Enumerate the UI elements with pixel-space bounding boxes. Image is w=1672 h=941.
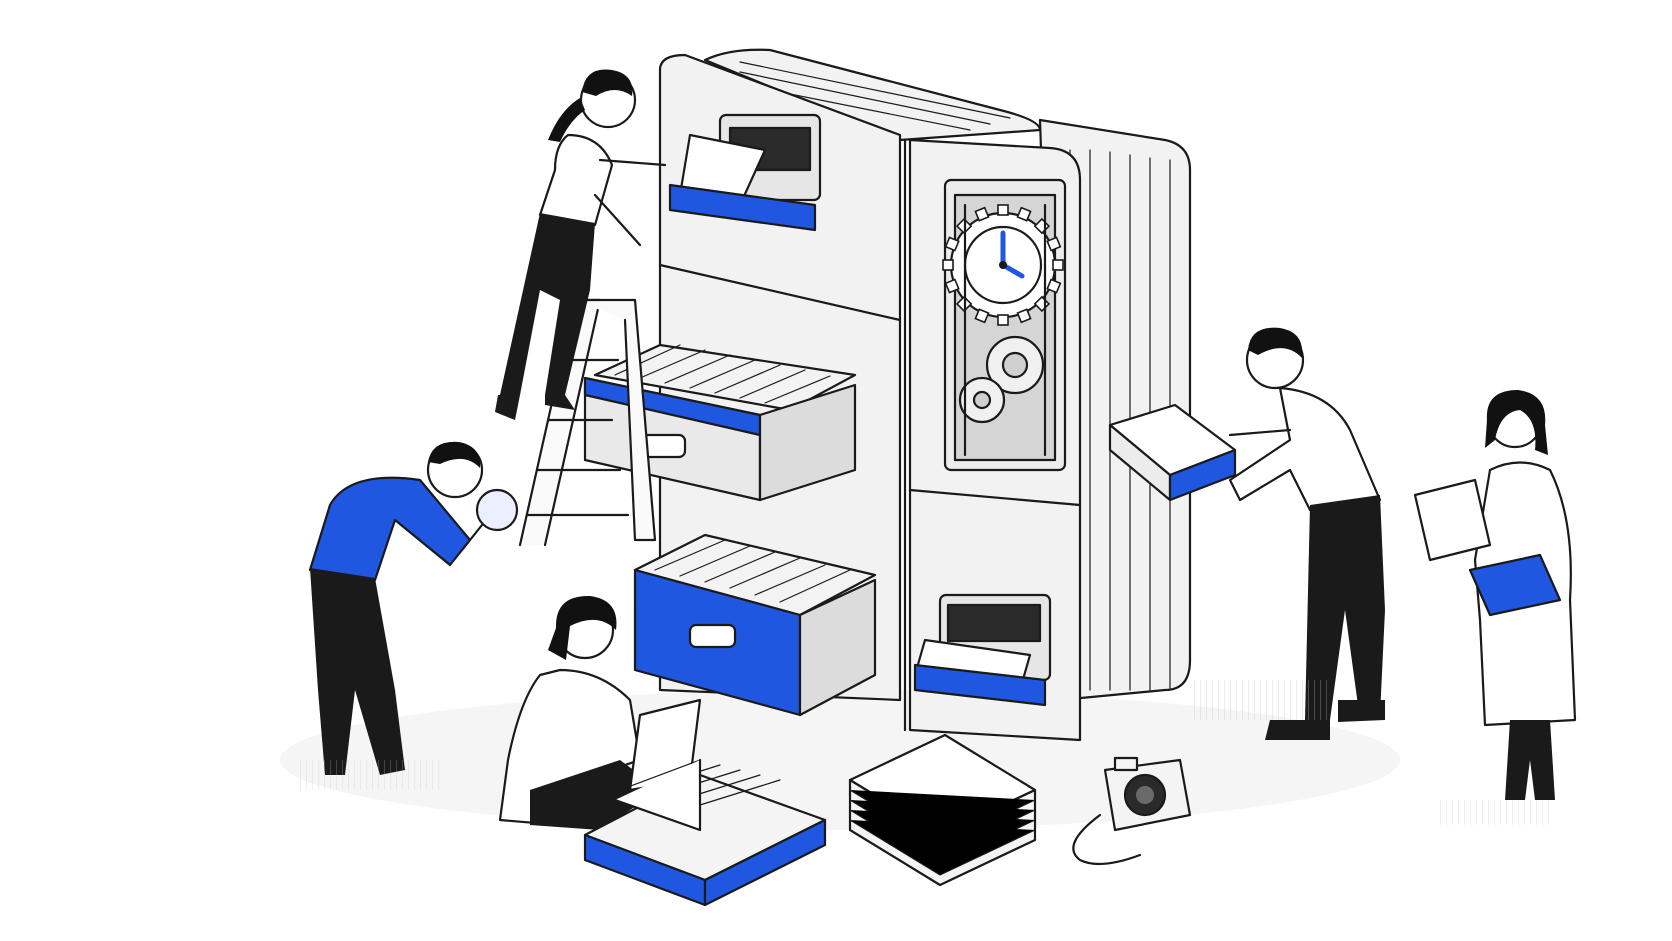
base-hatching (300, 680, 1550, 825)
scientist-with-clipboard-icon (1413, 390, 1577, 800)
paper-stack-icon (848, 733, 1037, 887)
top-paper-slot (668, 113, 822, 232)
upper-drawer-folders (614, 344, 831, 404)
camera-icon (1072, 756, 1192, 866)
side-paper-tray (1108, 403, 1237, 502)
lower-drawer-folders (654, 539, 851, 603)
gear-tooth (944, 236, 960, 252)
file-box-icon (583, 758, 827, 907)
man-pulling-tray-icon (1228, 327, 1385, 740)
woman-sitting-with-box-icon (498, 595, 827, 907)
man-with-magnifier-icon (308, 441, 519, 775)
gear-tooth (974, 206, 990, 222)
lower-open-drawer (633, 533, 877, 717)
gear-tooth (997, 314, 1009, 326)
gear-tooth (1016, 206, 1032, 222)
gear-tooth (997, 204, 1009, 216)
gear-tooth (942, 259, 954, 271)
gear-tooth (1052, 259, 1064, 271)
gear-tooth (1046, 236, 1062, 252)
upper-open-drawer (583, 343, 857, 502)
large-gear-icon (942, 204, 1064, 326)
woman-on-ladder-icon (495, 69, 667, 420)
magnifying-glass-icon (460, 488, 519, 552)
gear-tooth (1046, 278, 1062, 294)
medium-gear-icon (985, 335, 1045, 395)
gear-tooth (974, 308, 990, 324)
gear-tooth (1016, 308, 1032, 324)
clock-gear-panel (942, 178, 1067, 472)
gear-tooth (944, 278, 960, 294)
small-gear-icon (958, 376, 1006, 424)
bottom-paper-slot (913, 593, 1052, 707)
